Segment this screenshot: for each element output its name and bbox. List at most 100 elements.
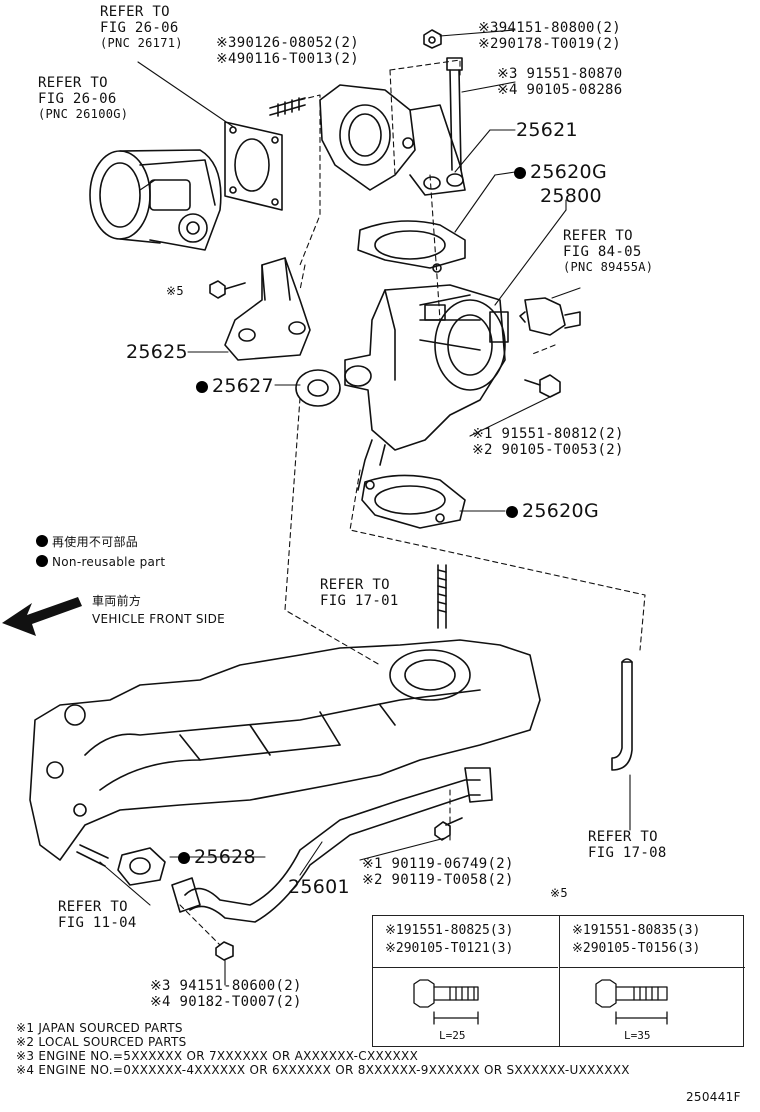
ref-title: REFER TO <box>38 75 108 91</box>
throttle-body-drawing <box>89 149 222 251</box>
gasket-throttle-drawing <box>224 121 283 211</box>
illustration-code: 250441F <box>686 1090 741 1104</box>
ref-title: REFER TO <box>58 899 128 915</box>
part-label-nut-top: ※394151-80800(2) ※290178-T0019(2) <box>478 20 621 52</box>
bolt-valve-drawing <box>524 374 561 398</box>
non-reusable-dot-icon <box>506 506 518 518</box>
part-number: ※2 90119-T0058(2) <box>362 872 514 888</box>
part-number: ※290178-T0019(2) <box>478 36 621 52</box>
part-number: ※290105-T0121(3) <box>385 941 514 956</box>
bolt-length-table: ※191551-80825(3) ※290105-T0121(3) L=25 ※… <box>372 915 745 1047</box>
ref-title: REFER TO <box>588 829 658 845</box>
manifold-drawing <box>29 639 541 861</box>
vehicle-front-en: VEHICLE FRONT SIDE <box>92 612 225 626</box>
gasket-upper-drawing <box>357 220 466 273</box>
part-number: ※191551-80835(3) <box>572 923 701 938</box>
part-number: ※1 91551-80812(2) <box>472 426 624 442</box>
part-number-25621: 25621 <box>516 119 578 141</box>
small-bolt-drawing <box>209 280 246 299</box>
part-number-25620g-bottom: 25620G <box>506 501 599 521</box>
bolt-pipe-drawing <box>434 817 463 841</box>
ref-label-1708: REFER TO FIG 17-08 <box>588 829 667 861</box>
ref-label-89455a: REFER TO FIG 84-05 (PNC 89455A) <box>563 228 653 274</box>
vehicle-front-jp: 車両前方 <box>92 594 142 608</box>
part-number: ※3 94151-80600(2) <box>150 978 302 994</box>
part-number: ※1 90119-06749(2) <box>362 856 514 872</box>
egr-elbow-drawing <box>319 84 466 196</box>
part-number: ※2 90105-T0053(2) <box>472 442 624 458</box>
footnote: ※3 ENGINE NO.=5XXXXXX OR 7XXXXXX OR AXXX… <box>16 1049 419 1063</box>
part-number-25628: 25628 <box>178 847 256 867</box>
ref-pnc: (PNC 26100G) <box>38 107 129 121</box>
table-cell-header: ※191551-80825(3) ※290105-T0121(3) <box>373 916 558 968</box>
part-number: ※390126-08052(2) <box>216 35 359 51</box>
ref-fig: FIG 17-08 <box>588 845 667 861</box>
part-number: ※490116-T0013(2) <box>216 51 359 67</box>
ref-title: REFER TO <box>320 577 390 593</box>
legend-jp: 再使用不可部品 <box>36 535 138 549</box>
part-label-stud: ※390126-08052(2) ※490116-T0013(2) <box>216 35 359 67</box>
stud-1104-drawing <box>76 844 109 867</box>
ref-fig: FIG 26-06 <box>38 91 117 107</box>
part-number: ※394151-80800(2) <box>478 20 621 36</box>
part-number-25601: 25601 <box>288 876 350 898</box>
footnote: ※2 LOCAL SOURCED PARTS <box>16 1035 187 1049</box>
gasket-25627-drawing <box>295 369 341 407</box>
ref-label-1701: REFER TO FIG 17-01 <box>320 577 399 609</box>
table-cell-header: ※191551-80835(3) ※290105-T0156(3) <box>560 916 745 968</box>
part-label-bolt-valve: ※1 91551-80812(2) ※2 90105-T0053(2) <box>472 426 624 458</box>
legend-en: Non-reusable part <box>36 555 165 569</box>
ref-label-26171: REFER TO FIG 26-06 (PNC 26171) <box>100 4 183 50</box>
part-label-bolt-pipe: ※1 90119-06749(2) ※2 90119-T0058(2) <box>362 856 514 888</box>
ref-title: REFER TO <box>100 4 170 20</box>
table-cell-right: ※191551-80835(3) ※290105-T0156(3) L=35 <box>559 916 745 1046</box>
part-label-x5-bolt: ※5 <box>166 284 184 298</box>
ref-label-26100g: REFER TO FIG 26-06 (PNC 26100G) <box>38 75 128 121</box>
part-label-bolt-top: ※3 91551-80870 ※4 90105-08286 <box>497 66 623 98</box>
ref-pnc: (PNC 26171) <box>100 36 183 50</box>
ref-fig: FIG 17-01 <box>320 593 399 609</box>
front-arrow-icon <box>2 597 82 636</box>
stud-bolt-drawing <box>269 97 306 117</box>
footnote: ※1 JAPAN SOURCED PARTS <box>16 1021 183 1035</box>
part-number-25620g-top: 25620G <box>514 162 607 182</box>
part-number: ※3 91551-80870 <box>497 66 623 82</box>
table-bolt-right-drawing <box>595 979 668 1025</box>
nut-bottom-drawing <box>215 941 234 961</box>
table-x5-label: ※5 <box>550 886 568 900</box>
part-number: ※4 90105-08286 <box>497 82 623 98</box>
footnote: ※4 ENGINE NO.=0XXXXXX-4XXXXXX OR 6XXXXXX… <box>16 1063 630 1077</box>
gasket-lower-drawing <box>361 474 466 529</box>
ref-fig: FIG 26-06 <box>100 20 179 36</box>
non-reusable-dot-icon <box>514 167 526 179</box>
part-number: ※4 90182-T0007(2) <box>150 994 302 1010</box>
non-reusable-dot-icon <box>196 381 208 393</box>
part-label-nut-bottom: ※3 94151-80600(2) ※4 90182-T0007(2) <box>150 978 302 1010</box>
ref-label-1104: REFER TO FIG 11-04 <box>58 899 137 931</box>
hose-drawing <box>611 658 633 771</box>
part-number-25625: 25625 <box>126 341 188 363</box>
egr-pipe-drawing <box>171 767 493 923</box>
non-reusable-dot-icon <box>178 852 190 864</box>
non-reusable-dot-icon <box>36 555 48 567</box>
ref-pnc: (PNC 89455A) <box>563 260 654 274</box>
bolt-length-label: L=35 <box>624 1029 651 1042</box>
footnotes: ※1 JAPAN SOURCED PARTS ※2 LOCAL SOURCED … <box>16 1021 630 1077</box>
part-number-25800: 25800 <box>540 185 602 207</box>
nut-bolt-top-drawing <box>423 29 463 171</box>
table-bolt-left-drawing <box>413 979 479 1025</box>
bolt-length-label: L=25 <box>439 1029 466 1042</box>
sensor-drawing <box>519 297 581 336</box>
part-number: ※290105-T0156(3) <box>572 941 701 956</box>
egr-valve-drawing <box>344 284 509 491</box>
ref-fig: FIG 11-04 <box>58 915 137 931</box>
non-reusable-dot-icon <box>36 535 48 547</box>
gasket-25628-drawing <box>117 847 166 886</box>
ref-fig: FIG 84-05 <box>563 244 642 260</box>
ref-title: REFER TO <box>563 228 633 244</box>
table-cell-left: ※191551-80825(3) ※290105-T0121(3) L=25 <box>373 916 558 1046</box>
stud-1701-drawing <box>437 564 447 629</box>
bracket-drawing <box>224 257 311 361</box>
part-number: ※191551-80825(3) <box>385 923 514 938</box>
part-number-25627: 25627 <box>196 376 274 396</box>
